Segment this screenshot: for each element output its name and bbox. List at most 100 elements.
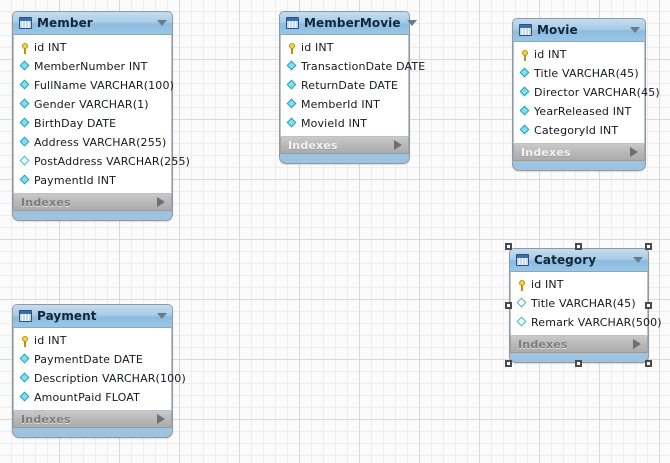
column-label: PaymentDate DATE <box>34 353 143 366</box>
column-icon <box>286 117 298 130</box>
resize-handle-e[interactable] <box>645 301 652 309</box>
chevron-down-icon[interactable] <box>157 313 167 319</box>
indexes-label: Indexes <box>521 145 571 159</box>
column-row[interactable]: PaymentDate DATE <box>14 350 171 369</box>
column-row[interactable]: Description VARCHAR(100) <box>14 369 186 388</box>
column-label: id INT <box>34 41 67 54</box>
column-icon <box>519 86 531 99</box>
column-icon <box>19 79 31 92</box>
column-label: Title VARCHAR(45) <box>531 297 636 310</box>
indexes-section[interactable]: Indexes <box>513 144 645 161</box>
column-row[interactable]: ReturnDate DATE <box>281 76 408 95</box>
chevron-down-icon[interactable] <box>630 27 640 33</box>
table-columns: id INT PaymentDate DATE Description VARCHA… <box>13 328 186 411</box>
column-icon <box>19 98 31 111</box>
resize-handle-n[interactable] <box>575 243 582 250</box>
table-icon <box>516 254 529 266</box>
table-header-payment[interactable]: Payment <box>13 305 172 328</box>
column-row[interactable]: MemberNumber INT <box>14 57 171 76</box>
column-row[interactable]: id INT <box>511 275 647 294</box>
column-row[interactable]: Gender VARCHAR(1) <box>14 95 171 114</box>
table-icon <box>286 17 299 29</box>
column-nullable-icon <box>516 316 528 329</box>
table-header-category[interactable]: Category <box>510 249 648 272</box>
column-icon <box>519 67 531 80</box>
expand-indexes-icon[interactable] <box>157 414 165 424</box>
table-node-payment[interactable]: Payment id INT PaymentDate DATE Description… <box>12 304 186 438</box>
column-label: FullName VARCHAR(100) <box>34 79 175 92</box>
column-row[interactable]: FullName VARCHAR(100) <box>14 76 175 95</box>
chevron-down-icon[interactable] <box>633 257 643 263</box>
column-label: PostAddress VARCHAR(255) <box>34 155 191 168</box>
column-row[interactable]: YearReleased INT <box>514 102 644 121</box>
resize-handle-w[interactable] <box>505 301 512 309</box>
column-label: Title VARCHAR(45) <box>534 67 639 80</box>
resize-handle-ne[interactable] <box>645 243 652 250</box>
column-label: CategoryId INT <box>534 124 619 137</box>
table-title: MemberMovie <box>304 16 401 30</box>
column-row[interactable]: Address VARCHAR(255) <box>14 133 171 152</box>
column-icon <box>19 353 31 366</box>
column-row[interactable]: Title VARCHAR(45) <box>511 294 647 313</box>
table-title: Member <box>37 16 93 30</box>
resize-handle-nw[interactable] <box>505 243 512 250</box>
table-columns: id INT TransactionDate DATE ReturnDate DAT… <box>280 35 425 137</box>
column-icon <box>19 136 31 149</box>
column-row[interactable]: Title VARCHAR(45) <box>514 64 644 83</box>
table-node-member[interactable]: Member id INT MemberNumber INT FullName VAR… <box>12 11 190 221</box>
column-row[interactable]: MemberId INT <box>281 95 408 114</box>
expand-indexes-icon[interactable] <box>633 339 641 349</box>
column-label: BirthDay DATE <box>34 117 117 130</box>
column-label: MemberNumber INT <box>34 60 148 73</box>
column-row[interactable]: AmountPaid FLOAT <box>14 388 171 407</box>
expand-indexes-icon[interactable] <box>630 147 638 157</box>
column-row[interactable]: id INT <box>514 45 644 64</box>
column-label: id INT <box>531 278 564 291</box>
column-icon <box>19 372 31 385</box>
indexes-label: Indexes <box>518 337 568 351</box>
column-label: TransactionDate DATE <box>301 60 426 73</box>
column-row[interactable]: CategoryId INT <box>514 121 644 140</box>
table-node-category[interactable]: Category id INT Title VARCHAR(45) Remark VA… <box>509 248 662 363</box>
column-row[interactable]: id INT <box>14 38 171 57</box>
chevron-down-icon[interactable] <box>406 20 417 26</box>
resize-handle-se[interactable] <box>645 360 652 367</box>
indexes-section[interactable]: Indexes <box>280 137 409 154</box>
table-columns: id INT Title VARCHAR(45) Remark VARCHAR(50… <box>510 272 662 336</box>
indexes-label: Indexes <box>21 412 71 426</box>
column-row[interactable]: Remark VARCHAR(500) <box>511 313 662 332</box>
column-icon <box>286 79 298 92</box>
column-row[interactable]: TransactionDate DATE <box>281 57 425 76</box>
indexes-section[interactable]: Indexes <box>13 194 172 211</box>
column-row[interactable]: BirthDay DATE <box>14 114 171 133</box>
table-node-membermovie[interactable]: MemberMovie id INT TransactionDate DATE Ret… <box>279 11 425 164</box>
column-label: PaymentId INT <box>34 174 117 187</box>
table-header-member[interactable]: Member <box>13 12 172 35</box>
column-row[interactable]: MovieId INT <box>281 114 408 133</box>
column-label: Address VARCHAR(255) <box>34 136 167 149</box>
column-icon <box>19 391 31 404</box>
table-node-movie[interactable]: Movie id INT Title VARCHAR(45) Director VAR… <box>512 18 660 171</box>
table-columns: id INT MemberNumber INT FullName VARCHAR(1… <box>13 35 190 194</box>
table-title: Movie <box>537 23 578 37</box>
indexes-section[interactable]: Indexes <box>510 336 648 353</box>
indexes-label: Indexes <box>21 195 71 209</box>
column-row[interactable]: PostAddress VARCHAR(255) <box>14 152 190 171</box>
column-row[interactable]: id INT <box>281 38 408 57</box>
column-icon <box>519 124 531 137</box>
primary-key-icon <box>19 335 31 347</box>
resize-handle-s[interactable] <box>575 360 582 367</box>
indexes-section[interactable]: Indexes <box>13 411 172 428</box>
column-row[interactable]: id INT <box>14 331 171 350</box>
chevron-down-icon[interactable] <box>157 20 167 26</box>
column-label: ReturnDate DATE <box>301 79 399 92</box>
table-header-movie[interactable]: Movie <box>513 19 645 42</box>
expand-indexes-icon[interactable] <box>394 140 402 150</box>
expand-indexes-icon[interactable] <box>157 197 165 207</box>
column-row[interactable]: Director VARCHAR(45) <box>514 83 660 102</box>
column-row[interactable]: PaymentId INT <box>14 171 171 190</box>
table-header-membermovie[interactable]: MemberMovie <box>280 12 417 35</box>
column-label: id INT <box>34 334 67 347</box>
resize-handle-sw[interactable] <box>505 360 512 367</box>
